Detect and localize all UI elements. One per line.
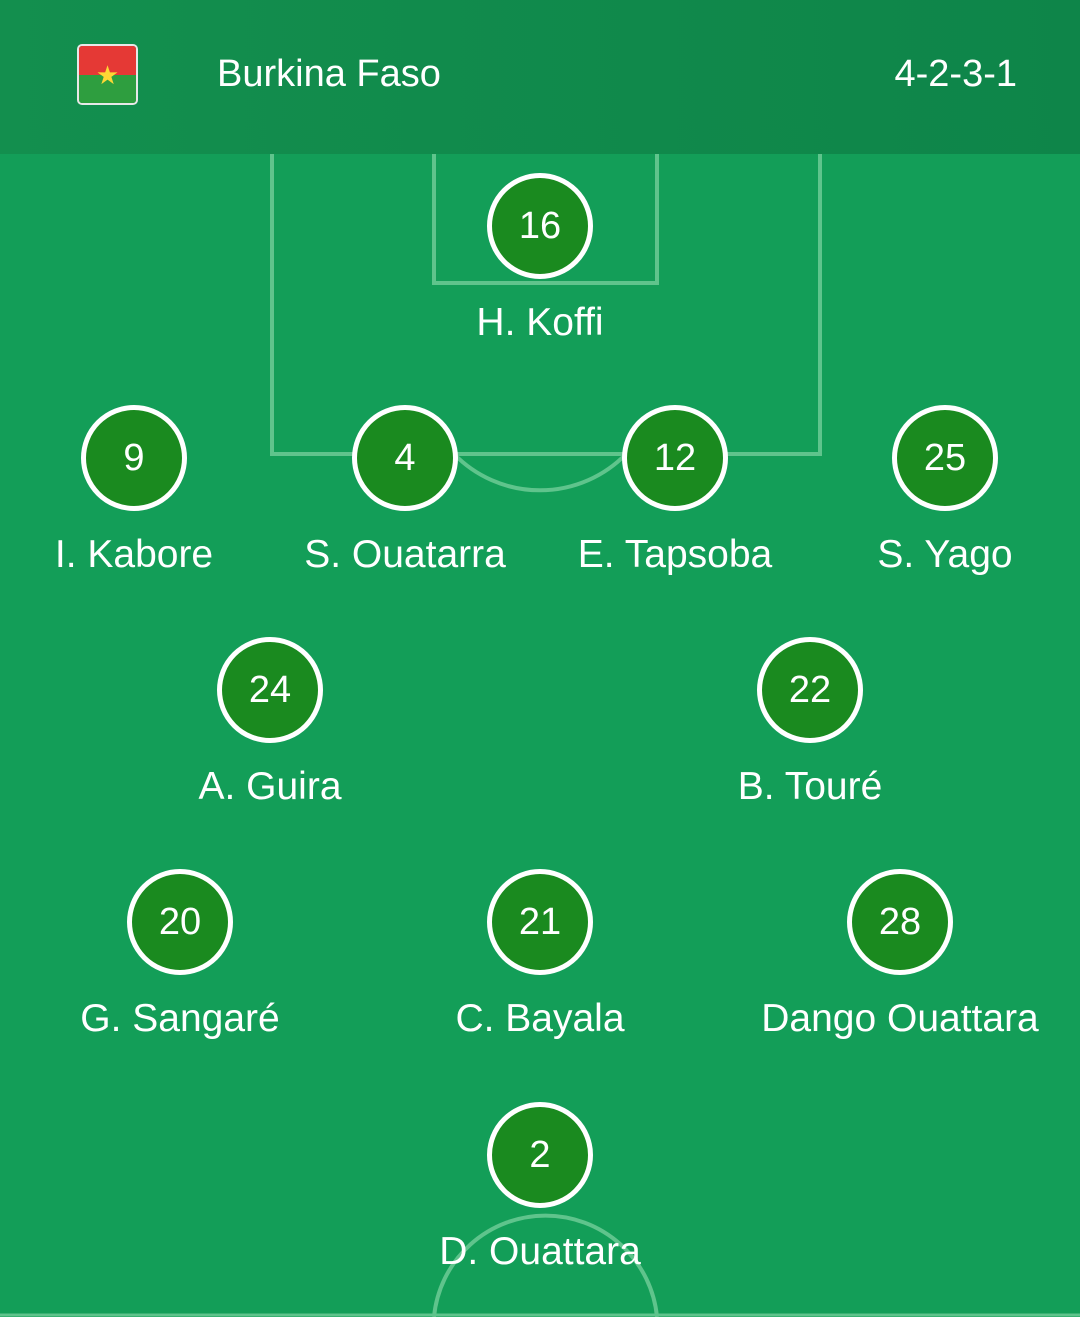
player-number-badge: 12 (622, 405, 728, 511)
pitch-markings (0, 154, 1080, 1317)
player-number-badge: 20 (127, 869, 233, 975)
player-number-badge: 4 (352, 405, 458, 511)
player-name: Dango Ouattara (761, 997, 1039, 1040)
player-name: S. Ouatarra (304, 533, 506, 576)
player-name: S. Yago (877, 533, 1013, 576)
player-number-badge: 28 (847, 869, 953, 975)
player-number-badge: 16 (487, 173, 593, 279)
player-number-badge: 24 (217, 637, 323, 743)
player-name: B. Touré (737, 765, 883, 808)
team-header: ★ Burkina Faso 4-2-3-1 (0, 0, 1080, 154)
player-name: D. Ouattara (439, 1230, 641, 1273)
player-number-badge: 22 (757, 637, 863, 743)
player-name: G. Sangaré (80, 997, 280, 1040)
player-number-badge: 21 (487, 869, 593, 975)
pitch: 16 H. Koffi 9 I. Kabore 4 S. Ouatarra 12… (0, 154, 1080, 1317)
player-number-badge: 9 (81, 405, 187, 511)
team-name: Burkina Faso (217, 53, 441, 95)
player-name: A. Guira (198, 765, 342, 808)
player-number-badge: 25 (892, 405, 998, 511)
burkina-faso-flag-icon: ★ (77, 44, 138, 105)
player-number-badge: 2 (487, 1102, 593, 1208)
player-name: E. Tapsoba (577, 533, 773, 576)
player-name: H. Koffi (476, 301, 604, 344)
player-name: C. Bayala (455, 997, 625, 1040)
formation-label: 4-2-3-1 (894, 53, 1018, 95)
player-name: I. Kabore (54, 533, 214, 576)
